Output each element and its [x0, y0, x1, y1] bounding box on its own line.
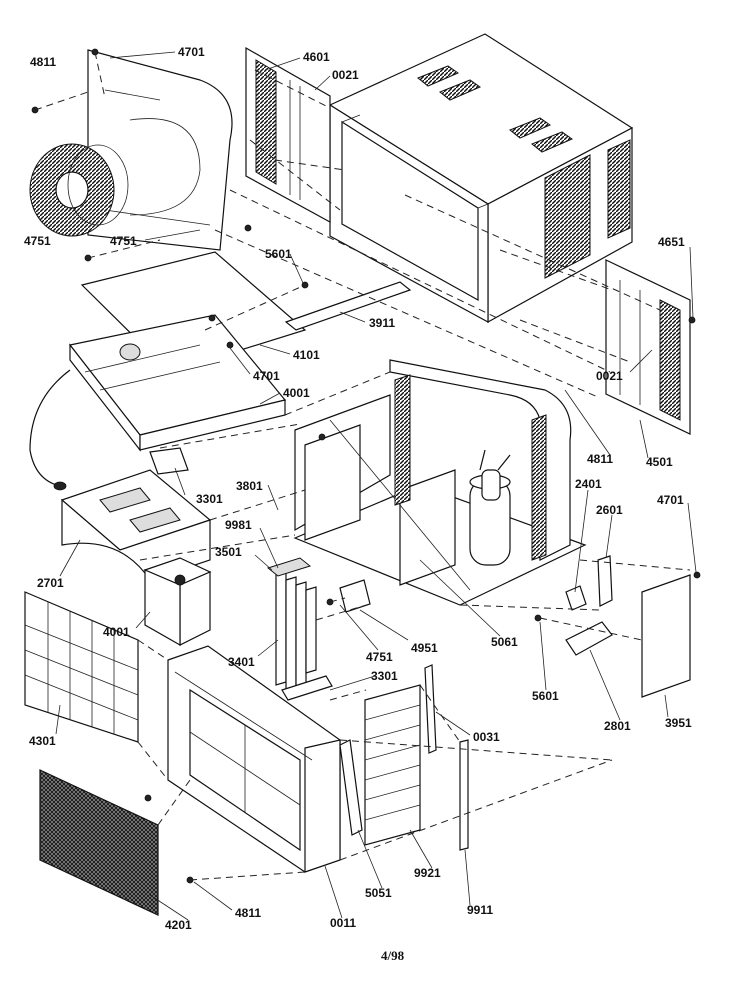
cabinet-top-vents [417, 65, 574, 153]
bracket-2401 [565, 585, 587, 611]
drain-pan [60, 469, 212, 647]
side-curtain-right [605, 259, 691, 435]
part-label-4701: 4701 [253, 369, 280, 383]
air-filter [24, 591, 139, 743]
part-label-2601: 2601 [596, 503, 623, 517]
part-label-3401: 3401 [228, 655, 255, 669]
part-label-4751: 4751 [366, 650, 393, 664]
part-label-4951: 4951 [411, 641, 438, 655]
part-label-2401: 2401 [575, 477, 602, 491]
part-label-0021: 0021 [332, 68, 359, 82]
louver-frame-5051 [339, 739, 363, 836]
part-labels: 4811 4701 4601 0021 4751 4751 5601 4651 … [24, 45, 692, 932]
part-label-4651: 4651 [658, 235, 685, 249]
leader-lines [55, 51, 697, 921]
side-panel-3951 [641, 574, 691, 698]
part-label-4601: 4601 [303, 50, 330, 64]
louver-assembly [364, 684, 421, 846]
page-number: 4/98 [381, 948, 405, 963]
bracket-4951 [339, 579, 371, 613]
part-label-4751: 4751 [24, 234, 51, 248]
strip-9911 [459, 739, 469, 851]
base-pan-assembly [293, 359, 587, 606]
compressor [469, 449, 511, 566]
assembly-guide-lines [34, 51, 691, 881]
part-label-4811: 4811 [30, 55, 56, 69]
part-label-4001: 4001 [283, 386, 310, 400]
part-label-5061: 5061 [491, 635, 518, 649]
part-label-4751: 4751 [110, 234, 137, 248]
bracket-upper [149, 447, 189, 475]
part-label-3911: 3911 [369, 316, 395, 330]
intake-mesh-panel [39, 769, 159, 916]
cover-2601 [597, 555, 613, 607]
front-grille [167, 645, 341, 873]
part-label-4811: 4811 [587, 452, 613, 466]
part-label-4501: 4501 [646, 455, 673, 469]
part-label-0011: 0011 [330, 916, 356, 930]
part-label-2801: 2801 [604, 719, 631, 733]
part-label-4701: 4701 [178, 45, 205, 59]
outer-cabinet [328, 33, 634, 324]
part-label-4101: 4101 [293, 348, 320, 362]
part-label-9921: 9921 [414, 866, 441, 880]
part-label-5601: 5601 [532, 689, 559, 703]
part-label-3501: 3501 [215, 545, 242, 559]
side-curtain-left [245, 46, 331, 224]
part-label-0031: 0031 [473, 730, 500, 744]
blower-wheel [29, 143, 129, 237]
strip-0031 [424, 664, 437, 754]
part-label-4701: 4701 [657, 493, 684, 507]
part-label-3301: 3301 [196, 492, 223, 506]
part-label-5051: 5051 [365, 886, 392, 900]
part-label-4301: 4301 [29, 734, 56, 748]
part-label-3301: 3301 [371, 669, 398, 683]
insulation-strip [284, 281, 412, 331]
part-label-3951: 3951 [665, 716, 692, 730]
part-label-4811: 4811 [235, 906, 261, 920]
part-label-2701: 2701 [37, 576, 64, 590]
capacitor [481, 469, 501, 501]
part-label-0021: 0021 [596, 369, 623, 383]
part-label-9981: 9981 [225, 518, 252, 532]
blower-assembly [29, 49, 233, 251]
part-label-5601: 5601 [265, 247, 292, 261]
part-label-4001: 4001 [103, 625, 130, 639]
vertical-strips [266, 557, 333, 701]
part-label-9911: 9911 [467, 903, 493, 917]
part-label-3801: 3801 [236, 479, 263, 493]
cover-plate-2801 [565, 621, 613, 656]
part-label-4201: 4201 [165, 918, 192, 932]
cabinet-side-louvers [544, 139, 631, 279]
